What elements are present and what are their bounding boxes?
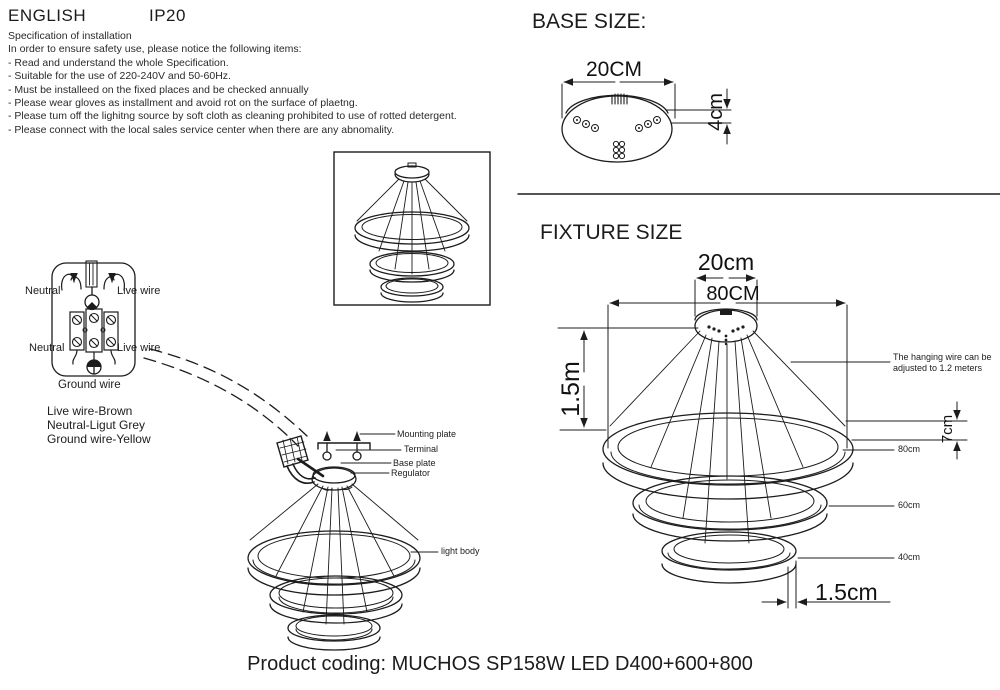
base-size-title: BASE SIZE:	[532, 10, 647, 33]
base-height-dimension: 4cm	[705, 93, 727, 131]
mounting-plate-label: Mounting plate	[397, 429, 457, 439]
language-label: ENGLISH	[8, 6, 87, 25]
drop-height-dimension: 1.5m	[557, 361, 585, 417]
hanging-wire-note: The hanging wire can be adjusted to 1.2 …	[893, 352, 992, 373]
base-width-dimension: 20CM	[586, 58, 643, 81]
spec-text-block: Specification of installation In order t…	[8, 30, 457, 137]
spec-intro: In order to ensure safety use, please no…	[8, 43, 302, 56]
spec-title: Specification of installation	[8, 30, 132, 42]
wire-color-ground: Ground wire-Yellow	[47, 432, 151, 446]
power-cable-dashed	[143, 348, 308, 447]
fixture-size-title: FIXTURE SIZE	[540, 221, 683, 244]
spec-item: - Read and understand the whole Specific…	[8, 56, 229, 69]
wiring-diagram-drawing	[51, 260, 136, 377]
wiring-live-bottom-label: Live wire	[117, 342, 161, 354]
ring-thickness-dimension: 1.5cm	[815, 579, 878, 605]
base-size-drawing	[561, 78, 732, 163]
ring-diameter-label-80cm: 80cm	[898, 444, 921, 454]
wiring-neutral-top-label: Neutral	[25, 285, 61, 297]
spec-item: - Please connect with the local sales se…	[8, 123, 395, 136]
wiring-ground-label: Ground wire	[58, 379, 121, 391]
product-coding: Product coding: MUCHOS SP158W LED D400+6…	[247, 653, 753, 675]
base-plate-label: Base plate	[393, 458, 436, 468]
installation-diagram-drawing	[247, 431, 439, 651]
wiring-neutral-bottom-label: Neutral	[29, 342, 65, 354]
fixture-size-drawing	[557, 274, 968, 609]
regulator-label: Regulator	[391, 468, 431, 478]
spec-item: - Please tum off the lighitng source by …	[8, 110, 457, 123]
overview-box-drawing	[333, 151, 491, 306]
spec-item: - Must be installeed on the fixed places…	[8, 83, 309, 96]
overall-width-dimension: 80CM	[706, 283, 760, 305]
ip-rating-label: IP20	[149, 6, 186, 25]
terminal-label: Terminal	[404, 444, 439, 454]
ring-diameter-label-40cm: 40cm	[898, 552, 921, 562]
spec-item: - Suitable for the use of 220-240V and 5…	[8, 70, 231, 83]
canopy-width-dimension: 20cm	[697, 249, 755, 275]
spec-item: - Please wear gloves as installment and …	[8, 97, 358, 110]
wire-color-live: Live wire-Brown	[47, 404, 133, 418]
ring-height-dimension: 7cm	[939, 414, 956, 444]
wire-color-neutral: Neutral-Ligut Grey	[47, 418, 146, 432]
light-body-label: light body	[441, 546, 480, 556]
ring-diameter-label-60cm: 60cm	[898, 500, 921, 510]
wiring-live-top-label: Live wire	[117, 285, 161, 297]
